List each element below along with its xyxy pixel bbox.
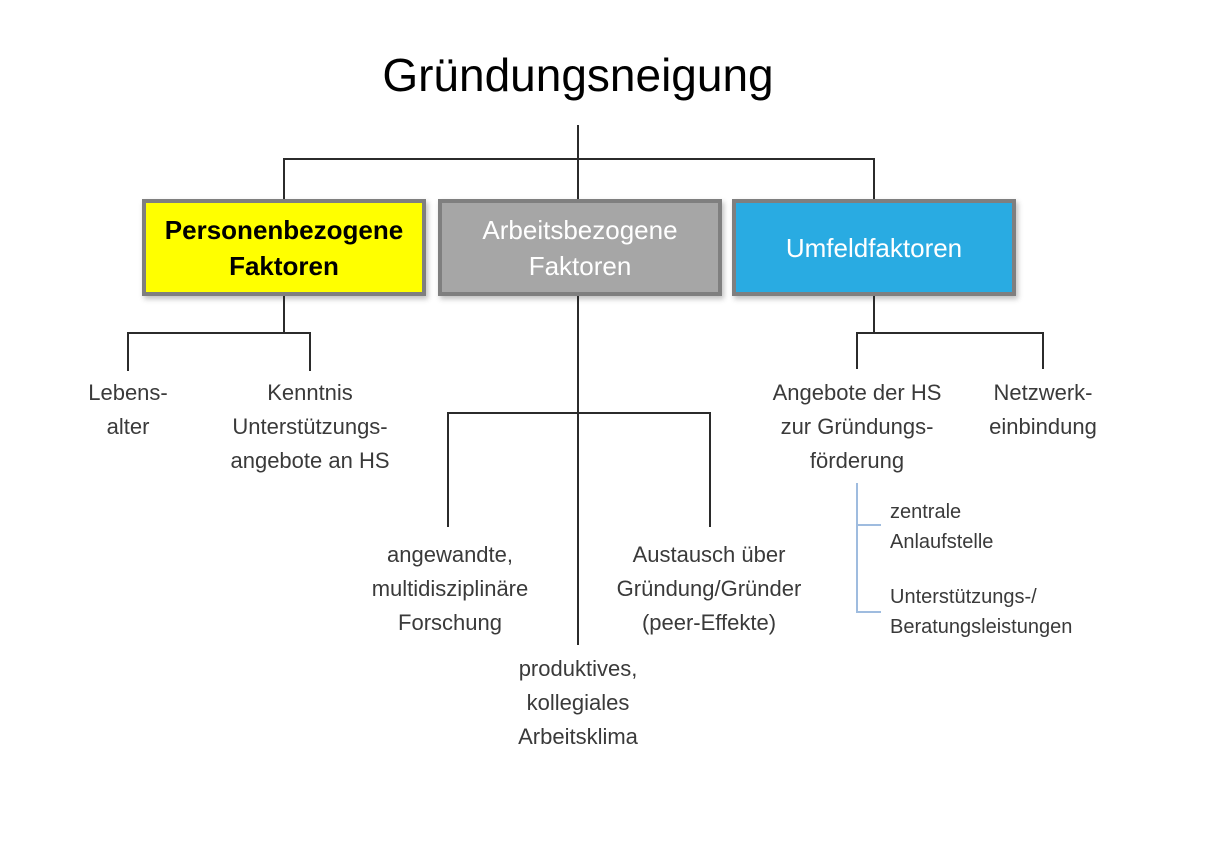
connector-person-drop-2 [309,332,311,371]
connector-work-drop-2 [709,412,711,527]
box-umfeldfaktoren: Umfeldfaktoren [732,199,1016,296]
connector-person-drop-1 [127,332,129,371]
connector-sub-tick-2 [856,611,881,613]
connector-drop-work [577,158,579,199]
connector-person-stem [283,296,285,332]
leaf-netzwerkeinbindung: Netzwerk- einbindung [989,380,1097,439]
connector-title-drop [577,125,579,158]
box-personenbezogene-faktoren: Personenbezogene Faktoren [142,199,426,296]
connector-sub-tick-1 [856,524,881,526]
connector-drop-person [283,158,285,199]
connector-env-drop-2 [1042,332,1044,369]
subleaf-unterstuetzungs-beratungsleistungen: Unterstützungs-/ Beratungsleistungen [890,586,1073,638]
connector-person-rail [127,332,311,334]
diagram-title: Gründungsneigung [382,49,774,101]
connector-work-drop-1 [447,412,449,527]
connector-drop-env [873,158,875,199]
leaf-angebote-hs-gruendungsfoerderung: Angebote der HS zur Gründungs- förderung [772,380,942,473]
leaf-produktives-arbeitsklima: produktives, kollegiales Arbeitsklima [518,656,638,749]
connector-env-stem [873,296,875,332]
connector-work-rail [447,412,711,414]
connector-sub-bracket-stem [856,483,858,613]
connector-work-stem [577,296,579,645]
leaf-austausch-peer-effekte: Austausch über Gründung/Gründer (peer-Ef… [616,542,802,635]
connector-env-rail [856,332,1044,334]
connector-top-rail [283,158,875,160]
leaf-lebensalter: Lebens- alter [88,380,168,439]
connector-env-drop-1 [856,332,858,369]
subleaf-zentrale-anlaufstelle: zentrale Anlaufstelle [890,501,994,553]
box-arbeitsbezogene-faktoren: Arbeitsbezogene Faktoren [438,199,722,296]
leaf-angewandte-forschung: angewandte, multidisziplinäre Forschung [371,542,529,635]
leaf-kenntnis-unterstuetzungsangebote: Kenntnis Unterstützungs- angebote an HS [230,380,390,473]
